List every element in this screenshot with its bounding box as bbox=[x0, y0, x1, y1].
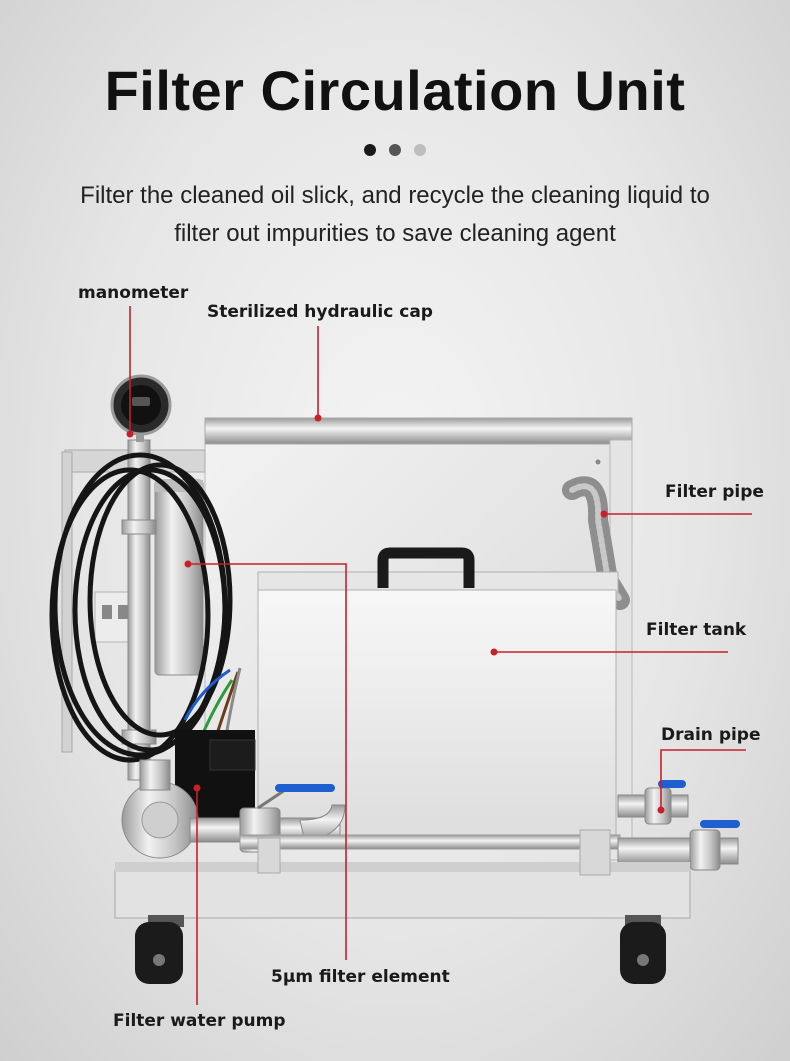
pump-valve-handle bbox=[275, 784, 335, 792]
hydraulic-cap bbox=[204, 417, 633, 445]
subtitle-line-1: Filter the cleaned oil slick, and recycl… bbox=[80, 182, 710, 209]
filter-tank bbox=[257, 547, 619, 839]
callout-drain-pipe: Drain pipe bbox=[661, 725, 761, 745]
carousel-dot-2[interactable] bbox=[389, 144, 401, 156]
caster-right bbox=[620, 915, 666, 984]
callout-dots bbox=[126, 414, 665, 814]
callout-hydraulic-cap: Sterilized hydraulic cap bbox=[207, 302, 433, 322]
callout-line-filter-element bbox=[188, 563, 347, 960]
callout-filter-tank: Filter tank bbox=[646, 620, 747, 640]
carousel-indicator bbox=[364, 144, 426, 156]
callout-filter-pipe: Filter pipe bbox=[665, 482, 764, 502]
tank-handle bbox=[377, 547, 475, 588]
carousel-dot-1[interactable] bbox=[364, 144, 376, 156]
caster-left bbox=[135, 915, 184, 984]
drain-valves bbox=[617, 780, 740, 871]
manometer-gauge bbox=[110, 374, 172, 436]
filter-element-housing bbox=[154, 479, 204, 676]
coiled-hose bbox=[49, 452, 233, 763]
callout-filter-element: 5μm filter element bbox=[271, 967, 450, 987]
carousel-dot-3[interactable] bbox=[414, 144, 426, 156]
callout-lines bbox=[129, 306, 752, 1005]
callout-water-pump: Filter water pump bbox=[113, 1011, 286, 1031]
subtitle-line-2: filter out impurities to save cleaning a… bbox=[174, 220, 616, 247]
drain-valve-handle-upper bbox=[658, 780, 686, 788]
base-frame bbox=[114, 829, 691, 919]
filter-water-pump bbox=[121, 759, 199, 859]
callout-line-drain-pipe bbox=[660, 749, 746, 810]
page-title: Filter Circulation Unit bbox=[104, 59, 686, 122]
callout-manometer: manometer bbox=[78, 283, 189, 303]
drain-valve-handle-lower bbox=[700, 820, 740, 828]
